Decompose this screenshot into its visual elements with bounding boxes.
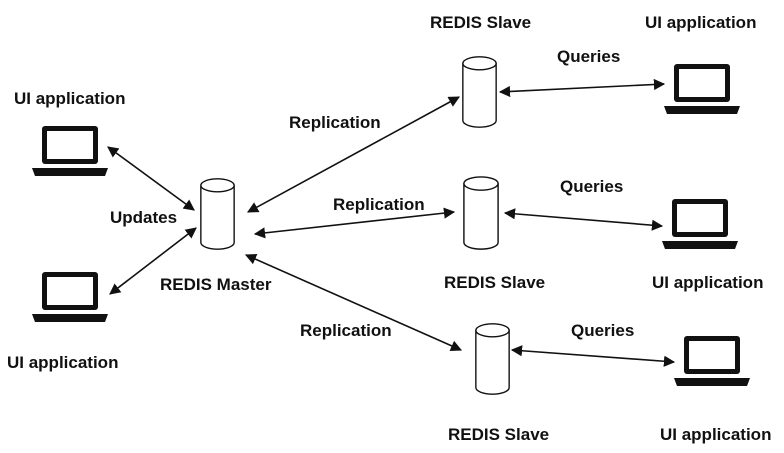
client-left-top-label: UI application xyxy=(14,89,125,108)
queries-edge-bot xyxy=(510,345,676,367)
client-left-bottom-laptop-icon xyxy=(32,272,108,322)
slave-bot-cylinder-icon xyxy=(475,323,510,395)
queries-mid-label: Queries xyxy=(560,177,623,196)
client-left-top-laptop-icon xyxy=(32,126,108,176)
queries-top-label: Queries xyxy=(557,47,620,66)
client-right-bot-laptop-icon xyxy=(674,336,750,386)
replication-edge-top xyxy=(247,96,460,213)
queries-bot-label: Queries xyxy=(571,321,634,340)
client-right-top-label: UI application xyxy=(645,13,756,32)
connections xyxy=(107,78,676,367)
slave-top-label: REDIS Slave xyxy=(430,13,531,32)
client-left-bottom-label: UI application xyxy=(7,353,118,372)
replication-bot-label: Replication xyxy=(300,321,392,340)
client-right-top-laptop-icon xyxy=(664,64,740,114)
slave-mid-label: REDIS Slave xyxy=(444,273,545,292)
queries-edge-mid xyxy=(503,208,664,231)
updates-edge-top xyxy=(107,146,195,211)
queries-edge-top xyxy=(498,78,666,98)
replication-edge-bot xyxy=(244,253,463,352)
slave-top-cylinder-icon xyxy=(462,56,497,128)
replication-mid-label: Replication xyxy=(333,195,425,214)
master-cylinder-icon xyxy=(200,178,235,250)
updates-edge-bottom xyxy=(109,227,197,295)
replication-edge-mid xyxy=(253,207,456,239)
client-right-mid-label: UI application xyxy=(652,273,763,292)
client-right-bot-label: UI application xyxy=(660,425,771,444)
replication-top-label: Replication xyxy=(289,113,381,132)
updates-label: Updates xyxy=(110,208,177,227)
slave-mid-cylinder-icon xyxy=(463,176,499,250)
client-right-mid-laptop-icon xyxy=(662,199,738,249)
master-label: REDIS Master xyxy=(160,275,272,294)
slave-bot-label: REDIS Slave xyxy=(448,425,549,444)
